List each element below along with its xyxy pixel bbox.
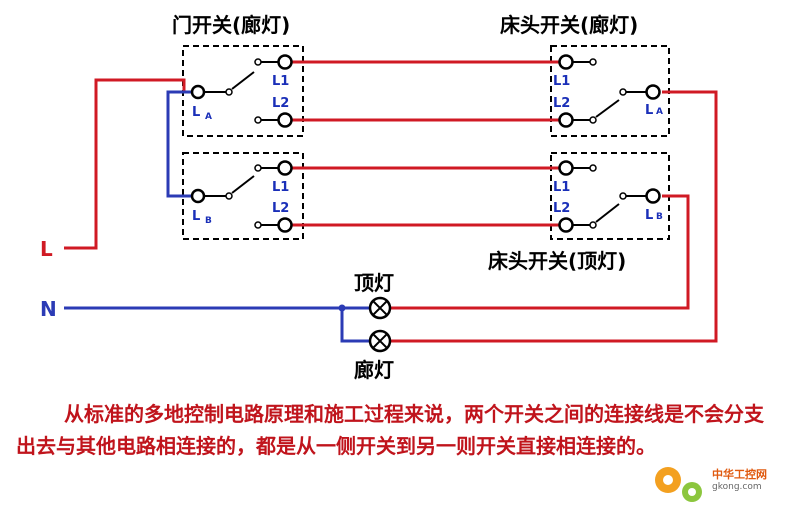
door-switch-box-b [182, 152, 304, 240]
bed-a-sub-label: A [656, 107, 663, 117]
door-b-L2-label: L2 [272, 201, 289, 216]
watermark-url: gkong.com [712, 482, 762, 492]
L-feed-wire [64, 78, 186, 250]
door-switch-title: 门开关(廊灯) [172, 13, 290, 37]
blue-wires [64, 90, 370, 343]
bed-a-L1-label: L1 [553, 74, 570, 89]
door-a-sub-label: A [205, 112, 212, 122]
bed-switch-a: L1 L2 L A [553, 54, 663, 128]
bed-b-L2-label: L2 [553, 201, 570, 216]
door-b-sub-label: B [205, 216, 212, 226]
N-branch [340, 308, 370, 343]
corridor-lamp-wire [390, 90, 718, 343]
live-wires [64, 60, 718, 343]
gear-icon [655, 467, 702, 502]
top-lamp-wire [390, 194, 690, 310]
door-switch-a: L1 L2 L A [190, 54, 293, 128]
LA-LB-jumper [166, 90, 198, 198]
bed-switch-top-title: 床头开关(顶灯) [488, 249, 626, 273]
door-a-L2-label: L2 [272, 96, 289, 111]
bed-a-L-label: L [645, 103, 653, 118]
corridor-lamp [368, 329, 392, 353]
neutral-line-label: N [40, 297, 57, 321]
door-b-L1-label: L1 [272, 180, 289, 195]
door-b-L-label: L [192, 209, 200, 224]
live-line-label: L [40, 237, 53, 261]
bed-b-L-label: L [645, 208, 653, 223]
top-lamp [368, 296, 392, 320]
bed-a-L2-label: L2 [553, 96, 570, 111]
bed-switch-corridor-title: 床头开关(廊灯) [500, 13, 638, 37]
bed-b-L1-label: L1 [553, 180, 570, 195]
door-a-L-label: L [192, 105, 200, 120]
bed-switch-b: L1 L2 L B [553, 160, 663, 233]
door-a-L1-label: L1 [272, 74, 289, 89]
neutral-junction [338, 304, 346, 312]
explanation-note: 从标准的多地控制电路原理和施工过程来说，两个开关之间的连接线是不会分支出去与其他… [16, 402, 764, 458]
watermark-name: 中华工控网 [712, 468, 767, 481]
corridor-lamp-label: 廊灯 [354, 358, 394, 382]
top-lamp-label: 顶灯 [354, 271, 394, 295]
bed-b-sub-label: B [656, 212, 663, 222]
door-switch-b: L1 L2 L B [190, 160, 293, 233]
